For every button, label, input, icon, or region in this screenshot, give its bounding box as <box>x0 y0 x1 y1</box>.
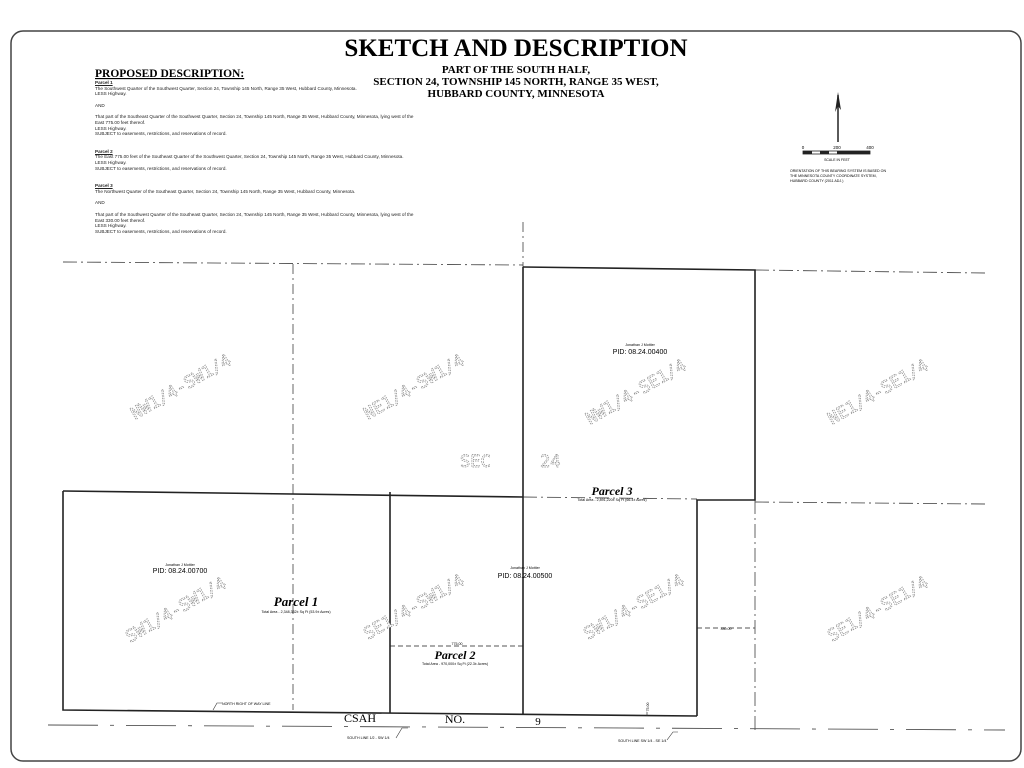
parcel-1-owner: Jonathan J Mottier <box>165 563 195 567</box>
description-line: SUBJECT to easements, restrictions, and … <box>95 165 227 171</box>
description-line: AND <box>95 102 105 108</box>
bearing-note: THE MINNESOTA COUNTY COORDINATE SYSTEM, <box>790 174 877 178</box>
quarter-label: NW1/4-SW1/4 <box>128 351 236 425</box>
description-line: That part of the Southeast Quarter of th… <box>95 114 414 125</box>
subtitle-line-1: PART OF THE SOUTH HALF, <box>442 64 590 76</box>
scale-tick: 400 <box>866 145 874 150</box>
parcel-3-label: Parcel 3 <box>592 484 633 498</box>
parcel-3-heading: Parcel 3 <box>95 183 113 189</box>
quarter-label: SE1/4-SE1/4 <box>825 573 933 647</box>
quarter-label: SW1/4-SW1/4 <box>123 574 231 648</box>
parcel-1-heading: Parcel 1 <box>95 80 113 85</box>
description-line: LESS Highway. <box>95 223 127 229</box>
scale-tick: 0 <box>802 145 805 150</box>
description-line: The East 775.00 feet of the Southeast Qu… <box>95 154 404 160</box>
row-line-note: NORTH RIGHT OF WAY LINE <box>222 702 271 706</box>
dimension-label: 330.00 <box>721 627 732 631</box>
description-line: The Southwest Quarter of the Southwest Q… <box>95 85 357 91</box>
section-label: SEC <box>460 452 491 472</box>
subtitle-line-3: HUBBARD COUNTY, MINNESOTA <box>428 88 605 100</box>
parcel-2-pid: PID: 08.24.00500 <box>498 573 553 580</box>
description-heading: PROPOSED DESCRIPTION: <box>95 68 244 80</box>
quarter-label: SE1/4-SW1/4 <box>361 571 469 645</box>
quarter-label: NE1/4-SW1/4 <box>361 351 469 425</box>
parcel-2-owner: Jonathan J Mottier <box>510 566 540 570</box>
page-title: SKETCH AND DESCRIPTION <box>344 35 687 62</box>
scale-label: SCALE IN FEET <box>824 158 851 162</box>
dimension-label: 775.00 <box>452 642 463 646</box>
description-line: That part of the Southwest Quarter of th… <box>95 211 414 223</box>
subtitle-line-2: SECTION 24, TOWNSHIP 145 NORTH, RANGE 35… <box>373 76 659 88</box>
south-line-note: SOUTH LINE 1/2 - SW 1/4 <box>347 736 390 740</box>
quarter-label: SW1/4-SE1/4 <box>581 571 689 645</box>
quarter-lines <box>47 222 1006 731</box>
south-line-note: SOUTH LINE SW 1/4 - SE 1/4 <box>618 739 666 743</box>
parcel-3-area: Total Area - 2,891,220± Sq Ft (66.4± Acr… <box>577 498 646 502</box>
road-label: NO. <box>445 712 465 726</box>
road-label: CSAH <box>344 711 376 725</box>
description-line: The Northwest Quarter of the Southeast Q… <box>95 188 356 194</box>
road-label: 9 <box>535 716 541 728</box>
parcel-3-owner: Jonathan J Mottier <box>625 343 655 347</box>
description-line: LESS Highway. <box>95 159 127 165</box>
description-line: AND <box>95 200 105 206</box>
quarter-label: NE1/4-SE1/4 <box>825 356 933 430</box>
north-arrow-icon <box>835 92 841 142</box>
description-line: SUBJECT to easements, restrictions, and … <box>95 131 227 137</box>
parcel-1-area: Total Area - 2,348,332± Sq Ft (53.9± Acr… <box>261 610 330 614</box>
parcel-2-label: Parcel 2 <box>435 648 476 662</box>
proposed-description: Parcel 1 The Southwest Quarter of the So… <box>95 80 415 234</box>
parcel-3-pid: PID: 08.24.00400 <box>613 349 668 356</box>
sheet-border <box>10 30 1022 762</box>
scale-tick: 200 <box>833 145 841 150</box>
dimension-label: 75.00 <box>646 703 650 712</box>
parcel-2-heading: Parcel 2 <box>95 148 113 154</box>
scale-bar: 0 200 400 SCALE IN FEET <box>802 145 875 162</box>
description-line: LESS Highway. <box>95 125 127 131</box>
parcel-1-pid: PID: 08.24.00700 <box>153 568 208 575</box>
parcel-2-area: Total Area - 970,000± Sq Ft (22.3± Acres… <box>422 662 488 666</box>
parcel-1-label: Parcel 1 <box>274 594 318 609</box>
description-line: LESS Highway. <box>95 91 127 97</box>
parcel-boundaries <box>62 266 756 717</box>
section-number: 24 <box>540 452 560 472</box>
bearing-note: ORIENTATION OF THIS BEARING SYSTEM IS BA… <box>790 169 886 173</box>
description-line: SUBJECT to easements, restrictions, and … <box>95 228 227 234</box>
quarter-label: NW1/4-SE1/4 <box>583 356 691 430</box>
bearing-note: HUBBARD COUNTY (2011 ADJ.) <box>790 179 843 183</box>
